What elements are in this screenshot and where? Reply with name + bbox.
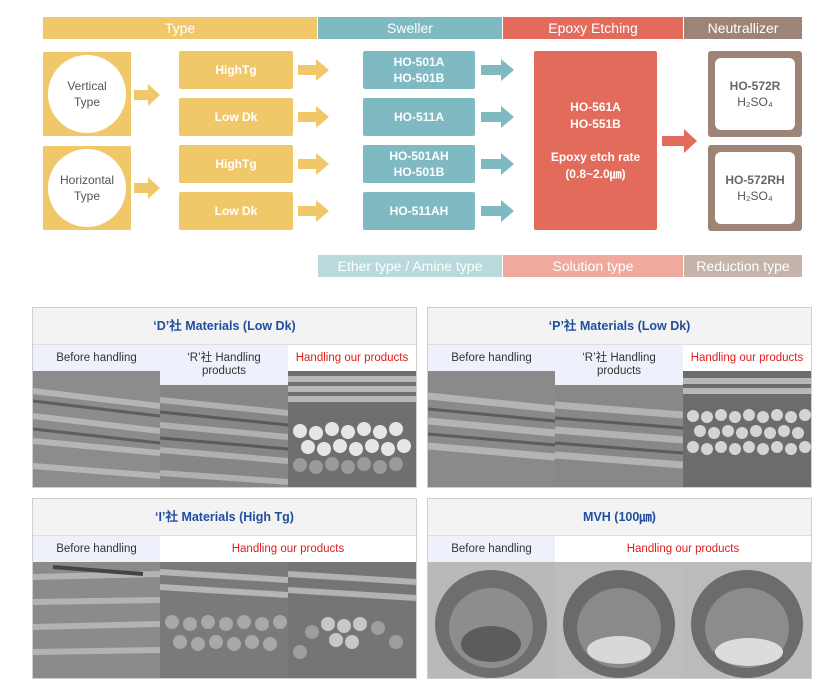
panel-d-materials: ‘D’社 Materials (Low Dk) Before handling …	[32, 307, 417, 488]
epoxy-etching-box: HO-561A HO-551B Epoxy etch rate (0.8~2.0…	[534, 51, 657, 230]
subtype-lowdk-horizontal: Low Dk	[179, 192, 293, 230]
sweller-box-2: HO-511A	[363, 98, 475, 136]
column-header-r-handling: ‘R’社 Handling products	[160, 345, 288, 385]
neutralizer-1-chem: H₂SO₄	[737, 95, 773, 109]
arrow-subtype-3	[298, 153, 329, 175]
etch-rate-label: Epoxy etch rate	[550, 149, 641, 164]
sem-image-our-products-2	[683, 562, 811, 678]
sweller-box-3: HO-501AH HO-501B	[363, 145, 475, 183]
sweller-header: Sweller	[318, 17, 502, 39]
arrow-sweller-1	[481, 59, 514, 81]
sem-image-r-handling	[555, 385, 683, 487]
sweller-3-line-2: HO-501B	[393, 165, 445, 179]
vertical-type-box: Vertical Type	[43, 52, 131, 136]
arrow-sweller-2	[481, 106, 514, 128]
neutralizer-2-product: HO-572RH	[725, 173, 785, 187]
column-header-our-products: Handling our products	[288, 345, 416, 371]
neutralizer-2-chem: H₂SO₄	[737, 189, 773, 203]
panel-title: ‘P’社 Materials (Low Dk)	[428, 308, 811, 345]
etching-product-1: HO-561A	[570, 99, 621, 114]
panel-mvh: MVH (100㎛) Before handling Handling our …	[427, 498, 812, 679]
arrow-subtype-4	[298, 200, 329, 222]
sweller-2-line-1: HO-511A	[393, 110, 445, 124]
arrow-horizontal-to-subtype	[134, 177, 160, 199]
column-header-our-products: Handling our products	[683, 345, 811, 371]
neutralizer-header: Neutrallizer	[684, 17, 802, 39]
sem-image-before	[33, 562, 160, 678]
sweller-box-4: HO-511AH	[363, 192, 475, 230]
subtype-lowdk-vertical: Low Dk	[179, 98, 293, 136]
subtype-hightg-vertical: HighTg	[179, 51, 293, 89]
column-header-before: Before handling	[428, 345, 555, 371]
panel-p-materials: ‘P’社 Materials (Low Dk) Before handling …	[427, 307, 812, 488]
sem-image-our-products	[288, 371, 416, 487]
arrow-vertical-to-subtype	[134, 84, 160, 106]
arrow-subtype-1	[298, 59, 329, 81]
arrow-subtype-2	[298, 106, 329, 128]
sem-image-our-products-1	[555, 562, 683, 678]
sem-image-our-products-1	[160, 562, 288, 678]
panel-title: ‘I’社 Materials (High Tg)	[33, 499, 416, 536]
horizontal-type-box: Horizontal Type	[43, 146, 131, 230]
etch-rate-value: (0.8~2.0㎛)	[565, 166, 626, 181]
etching-product-2: HO-551B	[570, 116, 621, 131]
neutralizer-type-footer: Reduction type	[684, 255, 802, 277]
panel-title: MVH (100㎛)	[428, 499, 811, 536]
sweller-3-line-1: HO-501AH	[389, 149, 449, 163]
sem-image-before	[428, 562, 555, 678]
sweller-4-line-1: HO-511AH	[389, 204, 449, 218]
neutralizer-2-inner: HO-572RH H₂SO₄	[715, 152, 795, 224]
arrow-sweller-3	[481, 153, 514, 175]
column-header-before: Before handling	[428, 536, 555, 562]
arrow-etching-to-neutralizer	[662, 129, 697, 153]
neutralizer-box-2: HO-572RH H₂SO₄	[708, 145, 802, 231]
sem-image-our-products-2	[288, 562, 416, 678]
etching-type-footer: Solution type	[503, 255, 683, 277]
vertical-type-circle: Vertical Type	[48, 55, 126, 133]
column-header-our-products: Handling our products	[555, 536, 811, 562]
sweller-type-footer: Ether type / Amine type	[318, 255, 502, 277]
sem-image-before	[33, 371, 160, 487]
sem-image-our-products	[683, 371, 811, 487]
panel-i-materials: ‘I’社 Materials (High Tg) Before handling…	[32, 498, 417, 679]
sweller-1-line-1: HO-501A	[393, 55, 445, 69]
neutralizer-box-1: HO-572R H₂SO₄	[708, 51, 802, 137]
subtype-hightg-horizontal: HighTg	[179, 145, 293, 183]
sem-image-r-handling	[160, 385, 288, 487]
sweller-1-line-2: HO-501B	[393, 71, 445, 85]
panel-title: ‘D’社 Materials (Low Dk)	[33, 308, 416, 345]
column-header-before: Before handling	[33, 536, 160, 562]
column-header-before: Before handling	[33, 345, 160, 371]
arrow-sweller-4	[481, 200, 514, 222]
sweller-box-1: HO-501A HO-501B	[363, 51, 475, 89]
horizontal-type-circle: Horizontal Type	[48, 149, 126, 227]
neutralizer-1-product: HO-572R	[729, 79, 781, 93]
column-header-our-products: Handling our products	[160, 536, 416, 562]
column-header-r-handling: ‘R’社 Handling products	[555, 345, 683, 385]
type-header: Type	[43, 17, 317, 39]
sem-image-before	[428, 371, 555, 487]
neutralizer-1-inner: HO-572R H₂SO₄	[715, 58, 795, 130]
etching-header: Epoxy Etching	[503, 17, 683, 39]
